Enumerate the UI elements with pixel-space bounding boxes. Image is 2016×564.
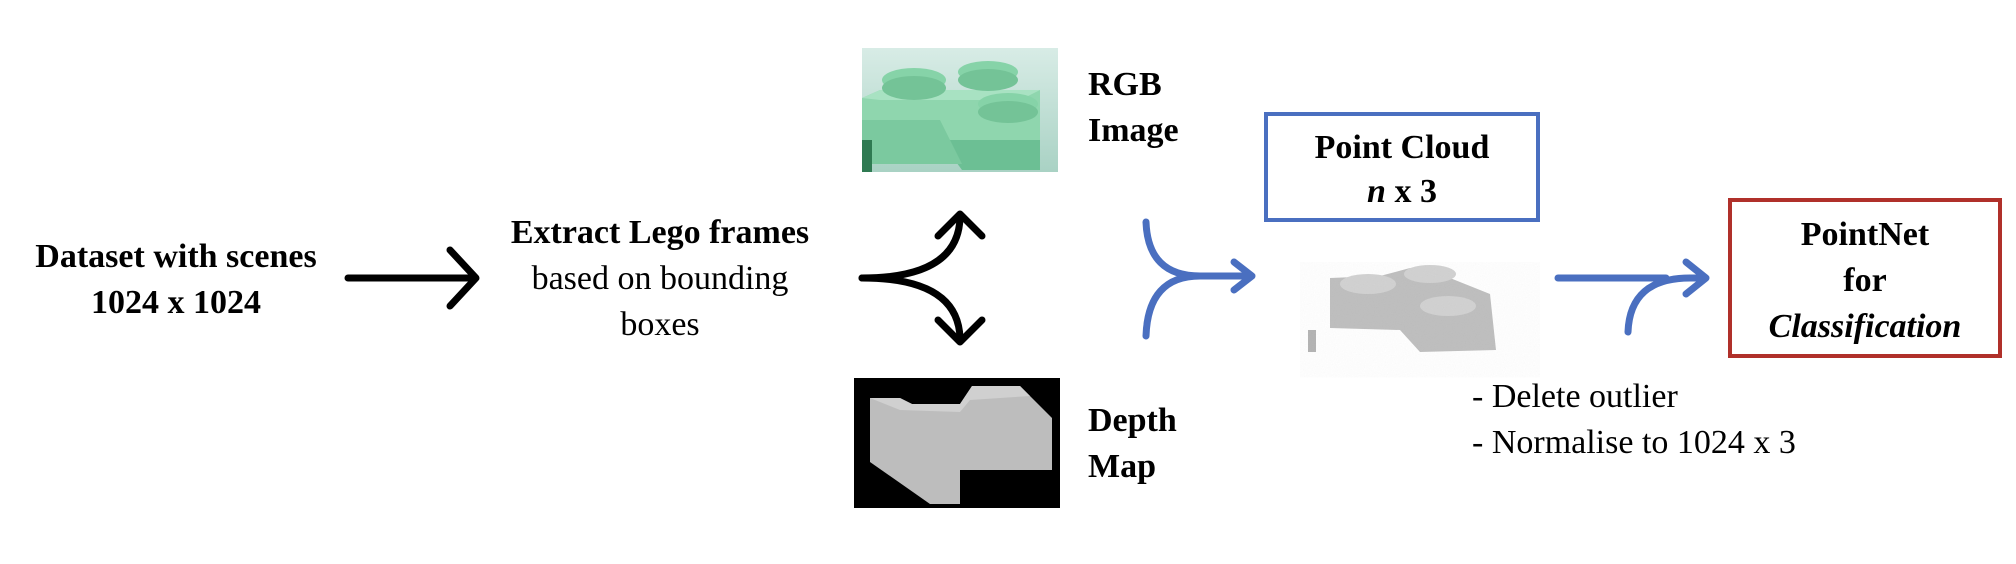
dataset-label: Dataset with scenes 1024 x 1024 bbox=[6, 234, 346, 326]
point-cloud-n: n bbox=[1367, 173, 1386, 210]
rgb-line2: Image bbox=[1088, 112, 1179, 149]
point-cloud-dims: n x 3 bbox=[1268, 170, 1536, 214]
depth-map-thumbnail bbox=[854, 378, 1060, 508]
point-cloud-box: Point Cloud n x 3 bbox=[1264, 112, 1540, 222]
depth-label: Depth Map bbox=[1088, 398, 1177, 490]
extract-title: Extract Lego frames bbox=[510, 214, 810, 251]
split-arrow bbox=[858, 210, 986, 346]
dataset-resolution: 1024 x 1024 bbox=[91, 284, 261, 321]
depth-line2: Map bbox=[1088, 448, 1156, 485]
point-cloud-title: Point Cloud bbox=[1314, 129, 1490, 166]
merge-arrow bbox=[1142, 218, 1256, 340]
rgb-label: RGB Image bbox=[1088, 62, 1179, 154]
pointnet-title: PointNet bbox=[1800, 216, 1930, 253]
step-delete-outlier: - Delete outlier bbox=[1472, 378, 1678, 415]
step-normalise: - Normalise to 1024 x 3 bbox=[1472, 424, 1796, 461]
pointnet-box: PointNet for Classification bbox=[1728, 198, 2002, 358]
extract-line3: boxes bbox=[620, 306, 700, 343]
dataset-to-extract-arrow bbox=[344, 246, 480, 310]
depth-line1: Depth bbox=[1088, 402, 1177, 439]
rgb-line1: RGB bbox=[1088, 66, 1162, 103]
dataset-title: Dataset with scenes bbox=[35, 238, 317, 275]
rgb-image-thumbnail bbox=[862, 48, 1058, 172]
pointnet-for: for bbox=[1843, 262, 1887, 299]
pointnet-classification: Classification bbox=[1768, 308, 1962, 345]
to-pointnet-arrow bbox=[1554, 258, 1710, 336]
preprocessing-steps: - Delete outlier - Normalise to 1024 x 3 bbox=[1472, 374, 1796, 466]
extract-line2: based on bounding bbox=[531, 260, 789, 297]
point-cloud-x3: x 3 bbox=[1385, 173, 1437, 210]
extract-label: Extract Lego frames based on bounding bo… bbox=[480, 210, 840, 348]
point-cloud-image bbox=[1300, 262, 1500, 358]
